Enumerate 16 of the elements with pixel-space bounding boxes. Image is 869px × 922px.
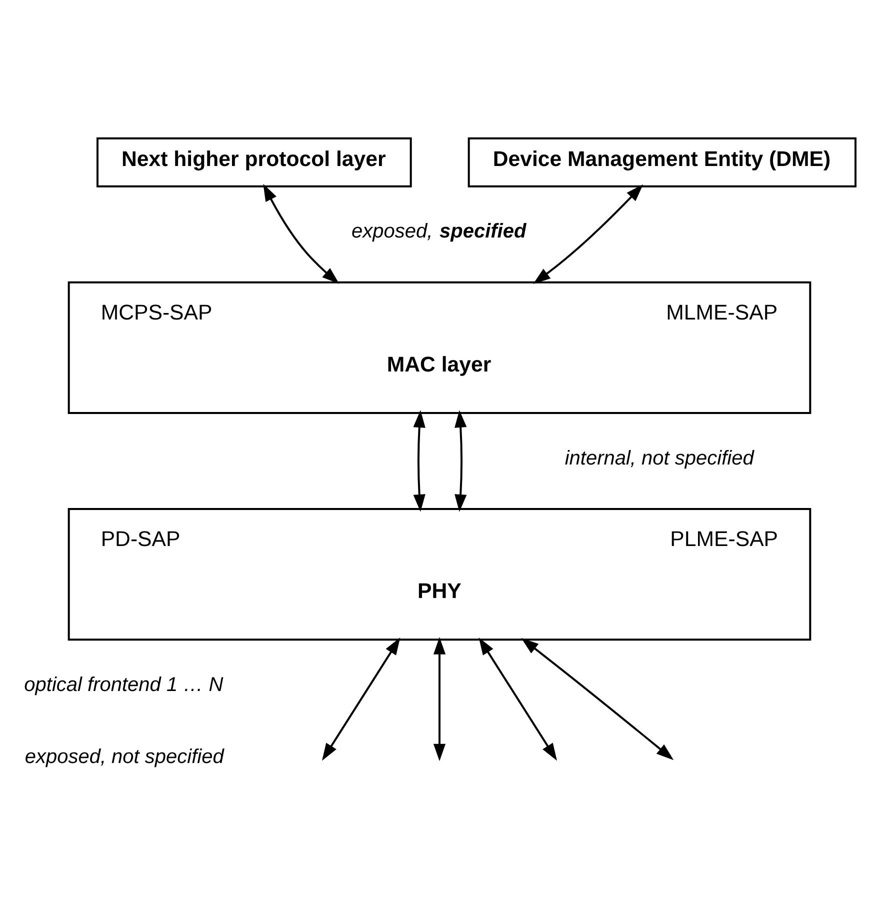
arrow [521,638,674,760]
label: exposed, not specified [24,746,224,768]
arrow [413,410,426,512]
node-box: MCPS-SAP MLME-SAP MAC layer [68,281,812,414]
node-box: Device Management Entity (DME) [468,137,856,188]
arrow [433,637,446,762]
node-box: PD-SAP PLME-SAP PHY [68,508,812,641]
arrow [322,638,400,761]
arrow [533,184,644,284]
label: internal, not specified [564,447,754,470]
arrow [263,184,340,284]
arrow [478,638,557,761]
label: optical frontend 1 … N [24,674,224,696]
node-box: Next higher protocol layer [96,137,412,188]
label: exposed, specified [352,220,526,243]
arrow [454,410,467,512]
